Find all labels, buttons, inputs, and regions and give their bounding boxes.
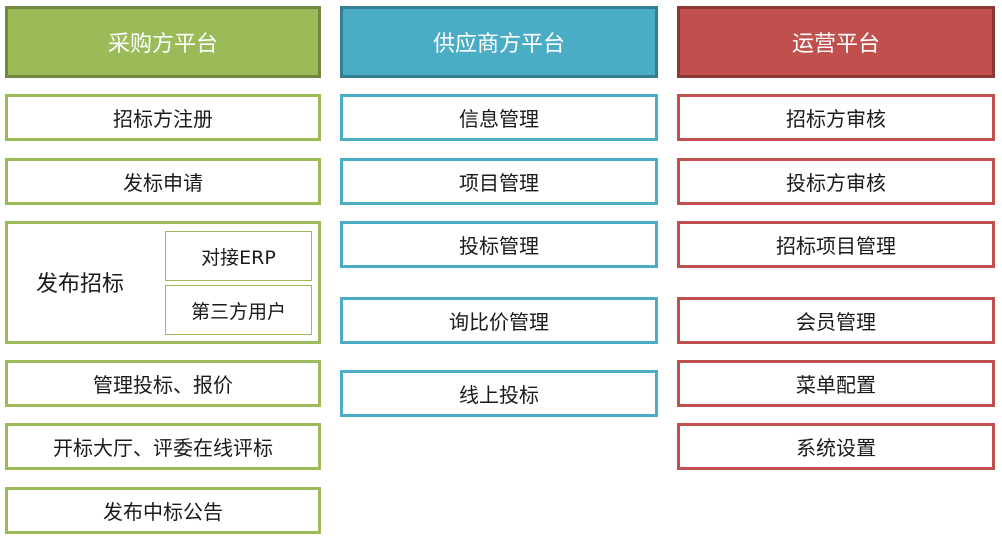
operation-item-member[interactable]: 会员管理 [677,297,995,344]
item-label: 开标大厅、评委在线评标 [53,436,273,460]
item-label: 线上投标 [459,383,539,407]
supplier-item-bid-manage[interactable]: 投标管理 [340,221,658,268]
operation-item-tenderer-review[interactable]: 招标方审核 [677,94,995,141]
item-label: 项目管理 [459,171,539,195]
operation-item-system-settings[interactable]: 系统设置 [677,423,995,470]
operation-platform-title: 运营平台 [791,32,880,57]
buyer-platform-title: 采购方平台 [107,32,218,57]
third-party-user-box[interactable]: 第三方用户 [165,285,312,335]
item-label: 投标管理 [459,234,539,258]
buyer-item-bid-opening[interactable]: 开标大厅、评委在线评标 [5,423,321,470]
supplier-item-info[interactable]: 信息管理 [340,94,658,141]
item-label: 招标方注册 [113,107,213,131]
item-label: 管理投标、报价 [93,373,233,397]
sub-label: 对接ERP [201,246,276,269]
item-label: 投标方审核 [786,171,886,195]
supplier-platform-title: 供应商方平台 [432,32,565,57]
supplier-item-project[interactable]: 项目管理 [340,158,658,205]
supplier-platform-header: 供应商方平台 [340,6,658,78]
sub-label: 第三方用户 [190,300,286,323]
publish-bid-label: 发布招标 [36,272,125,297]
item-label: 招标方审核 [786,107,886,131]
operation-item-bidder-review[interactable]: 投标方审核 [677,158,995,205]
operation-platform-header: 运营平台 [677,6,995,78]
buyer-item-award-notice[interactable]: 发布中标公告 [5,487,321,534]
item-label: 菜单配置 [796,373,876,397]
operation-item-menu-config[interactable]: 菜单配置 [677,360,995,407]
buyer-item-register[interactable]: 招标方注册 [5,94,321,141]
supplier-item-online-bid[interactable]: 线上投标 [340,370,658,417]
item-label: 系统设置 [796,436,876,460]
item-label: 会员管理 [796,310,876,334]
operation-item-project-manage[interactable]: 招标项目管理 [677,221,995,268]
buyer-item-manage-bids[interactable]: 管理投标、报价 [5,360,321,407]
item-label: 招标项目管理 [776,234,896,258]
item-label: 发布中标公告 [103,500,223,524]
item-label: 信息管理 [459,107,539,131]
erp-integration-box[interactable]: 对接ERP [165,231,312,281]
buyer-platform-header: 采购方平台 [5,6,321,78]
item-label: 询比价管理 [449,310,549,334]
buyer-item-apply[interactable]: 发标申请 [5,158,321,205]
item-label: 发标申请 [123,171,203,195]
supplier-item-inquiry[interactable]: 询比价管理 [340,297,658,344]
